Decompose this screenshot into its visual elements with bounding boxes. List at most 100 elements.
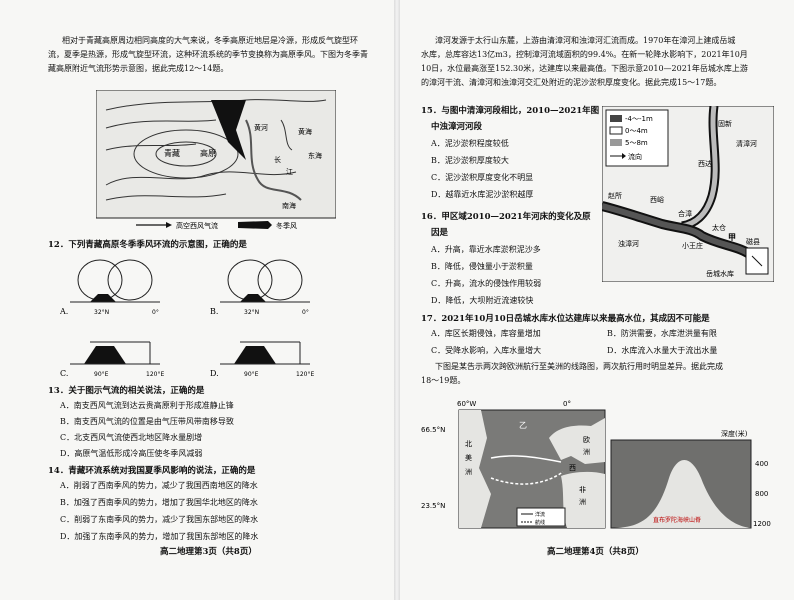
q17-option-a[interactable]: A．库区长期侵蚀，库容量增加 — [431, 329, 541, 338]
right-intro: 漳河发源于太行山东麓，上游由清漳河和浊漳河汇流而成。1970年在漳河上建成岳城 … — [421, 34, 781, 90]
option-letter: C. — [60, 369, 68, 378]
q17-option-c[interactable]: C．受降水影响，入库水量增大 — [431, 346, 542, 355]
intro-line: 18～19题。 — [421, 376, 466, 385]
q13-option-a[interactable]: A．南支西风气流到达云贵高原利于形成准静止锋 — [60, 401, 234, 410]
option-letter: A. — [60, 307, 68, 316]
legend-item: 5～8m — [625, 139, 648, 147]
option-lat: 32°N — [244, 309, 259, 316]
region-label: 非 — [579, 485, 586, 494]
legend-item: 流向 — [628, 152, 642, 161]
depth-title: 深度(米) — [721, 429, 748, 438]
intro-line: 相对于青藏高原周边相同高度的大气来说，冬季高原近地层是冷源，形成反气旋型环 — [62, 36, 358, 45]
place-label: 合漳 — [678, 209, 692, 218]
region-label: 洲 — [465, 468, 472, 476]
q15-option-c[interactable]: C．泥沙淤积厚度变化不明显 — [431, 173, 534, 182]
region-label: 洲 — [583, 448, 590, 456]
q15-option-a[interactable]: A．泥沙淤积程度较低 — [431, 139, 509, 148]
q13-option-c[interactable]: C．北支西风气流使西北地区降水量剧增 — [60, 433, 203, 442]
atlantic-route-map: 60°W 0° 66.5°N 23.5°N 北 美 洲 乙 欧 洲 西 非 洲 … — [421, 400, 771, 529]
legend-item: 0～4m — [625, 127, 648, 135]
question-12: 12．下列青藏高原冬季季风环流的示意图，正确的是 — [48, 240, 247, 250]
option-lat: 90°E — [94, 371, 109, 378]
option-lon: 0° — [152, 309, 159, 316]
place-label: 赵所 — [608, 191, 622, 200]
intro-line: 流，夏季是热源，形成气旋型环流，这种环流系统的季节变换称为高原季风。下图为冬季青 — [48, 50, 368, 59]
question-13: 13．关于图示气流的相关说法，正确的是 — [48, 386, 205, 396]
legend-westerly: 高空西风气流 — [176, 221, 218, 230]
question-17: 17．2021年10月10日岳城水库水位达建库以来最高水位，其成因不可能是 — [421, 314, 710, 324]
depth-tick: 800 — [755, 490, 768, 498]
region-label: 美 — [465, 453, 472, 462]
map1-label: 长 — [274, 155, 281, 164]
map1-label: 青藏 — [164, 148, 180, 158]
page-footer-left: 高二地理第3页（共8页） — [160, 547, 257, 557]
lat-label: 66.5°N — [421, 426, 445, 434]
q14-option-d[interactable]: D．加强了东南季风的势力，增加了我国东部地区的降水 — [60, 532, 259, 541]
option-lon: 120°E — [146, 371, 164, 378]
option-lat: 32°N — [94, 309, 109, 316]
option-d-diagram: D. 90°E 120°E — [210, 341, 314, 378]
region-label: 北 — [465, 440, 472, 448]
option-c-diagram: C. 90°E 120°E — [60, 341, 164, 378]
lon-label: 60°W — [457, 400, 476, 408]
intro-line: 的漳河干流、清漳河和浊漳河交汇处附近的泥沙淤积厚度变化。据此完成15～17题。 — [421, 78, 722, 87]
map1-label: 高原 — [200, 148, 216, 158]
place-label: 浊漳河 — [618, 239, 639, 248]
right-page: 漳河发源于太行山东麓，上游由清漳河和浊漳河汇流而成。1970年在漳河上建成岳城 … — [397, 0, 794, 600]
region-label: 西 — [569, 464, 576, 472]
intro-line: 下图是某告示两次跨欧洲航行至美洲的线路图，两次航行用时明显差异。据此完成 — [435, 362, 723, 371]
place-label: 西达 — [698, 159, 712, 168]
place-label: 西峪 — [650, 195, 664, 204]
q14-option-c[interactable]: C．削弱了东南季风的势力，减少了我国东部地区的降水 — [60, 515, 259, 524]
place-label: 岳城水库 — [706, 269, 734, 278]
intro-line: 水库，总库容达13亿m3，控制漳河流域面积的99.4%。在新一轮降水影响下，20… — [421, 50, 748, 59]
q16-option-b[interactable]: B．降低，侵蚀量小于淤积量 — [431, 262, 533, 271]
page-footer-right: 高二地理第4页（共8页） — [547, 547, 644, 557]
lat-label: 23.5°N — [421, 502, 445, 510]
option-letter: D. — [210, 369, 219, 378]
left-page: 相对于青藏高原周边相同高度的大气来说，冬季高原近地层是冷源，形成反气旋型环 流，… — [48, 34, 388, 557]
depth-caption: 直布罗陀海峡山脊 — [653, 516, 701, 524]
legend-route: 航线 — [535, 519, 545, 526]
option-letter: B. — [210, 307, 218, 316]
q16-option-d[interactable]: D．降低，大坝附近流速较快 — [431, 296, 534, 305]
question-16: 16．甲区域2010—2021年河床的变化及原 — [421, 212, 591, 222]
place-label: 小王庄 — [682, 241, 703, 250]
question-14: 14．青藏环流系统对我国夏季风影响的说法，正确的是 — [48, 466, 256, 476]
q17-option-d[interactable]: D．水库流入水量大于流出水量 — [607, 346, 718, 355]
q13-option-b[interactable]: B．南支西风气流的位置是由气压带风带南移导致 — [60, 417, 234, 426]
map1-label: 黄海 — [298, 127, 312, 136]
q14-option-b[interactable]: B．加强了西南季风的势力，增加了我国华北地区的降水 — [60, 498, 258, 507]
depth-tick: 400 — [755, 460, 768, 468]
q16-option-a[interactable]: A．升高，靠近水库淤积泥沙多 — [431, 245, 541, 254]
q17-option-b[interactable]: B．防洪需要，水库泄洪量有限 — [607, 329, 717, 338]
left-intro: 相对于青藏高原周边相同高度的大气来说，冬季高原近地层是冷源，形成反气旋型环 流，… — [48, 34, 388, 76]
plateau-airflow-map: 青藏 高原 黄河 长 江 南海 东海 黄海 高空西风气流 冬季风 — [96, 90, 336, 230]
q15-option-d[interactable]: D．越靠近水库泥沙淤积越厚 — [431, 190, 534, 199]
place-label: 甲 — [728, 233, 736, 242]
page-gutter — [394, 0, 400, 600]
option-b-diagram: B. 32°N 0° — [210, 259, 310, 316]
q15-option-b[interactable]: B．泥沙淤积厚度较大 — [431, 156, 509, 165]
place-label: 清漳河 — [736, 139, 757, 148]
option-lon: 120°E — [296, 371, 314, 378]
q16-option-c[interactable]: C．升高，流水的侵蚀作用较弱 — [431, 279, 542, 288]
lon-label: 0° — [563, 400, 571, 408]
option-lat: 90°E — [244, 371, 259, 378]
right-intro-2: 下图是某告示两次跨欧洲航行至美洲的线路图，两次航行用时明显差异。据此完成 18～… — [421, 360, 781, 388]
question-15-cont: 中浊漳河河段 — [431, 122, 483, 132]
region-label: 乙 — [519, 421, 527, 430]
legend-current: 洋流 — [535, 511, 545, 518]
place-label: 磁县 — [746, 237, 760, 246]
map1-label: 黄河 — [254, 123, 268, 132]
option-lon: 0° — [302, 309, 309, 316]
monsoon-arrow-icon — [238, 221, 272, 229]
intro-line: 藏高原附近气流形势示意图，据此完成12～14题。 — [48, 64, 229, 73]
q12-diagrams: A. 32°N 0° B. 32°N 0° C. 90°E 120°E — [60, 259, 314, 378]
river-deposition-map: -4～-1m 0～4m 5～8m 流向 固新 清漳河 西达 赵所 西峪 合漳 浊… — [602, 106, 774, 282]
intro-line: 10日，水位最高涨至152.30米，达建库以来最高值。下图示意2010—2021… — [421, 64, 748, 73]
q14-option-a[interactable]: A．削弱了西南季风的势力，减少了我国西南地区的降水 — [60, 481, 258, 490]
map1-label: 南海 — [282, 201, 296, 210]
q13-option-d[interactable]: D．高原气温低形成冷高压使冬季风减弱 — [60, 449, 203, 458]
place-label: 太仓 — [712, 223, 726, 232]
